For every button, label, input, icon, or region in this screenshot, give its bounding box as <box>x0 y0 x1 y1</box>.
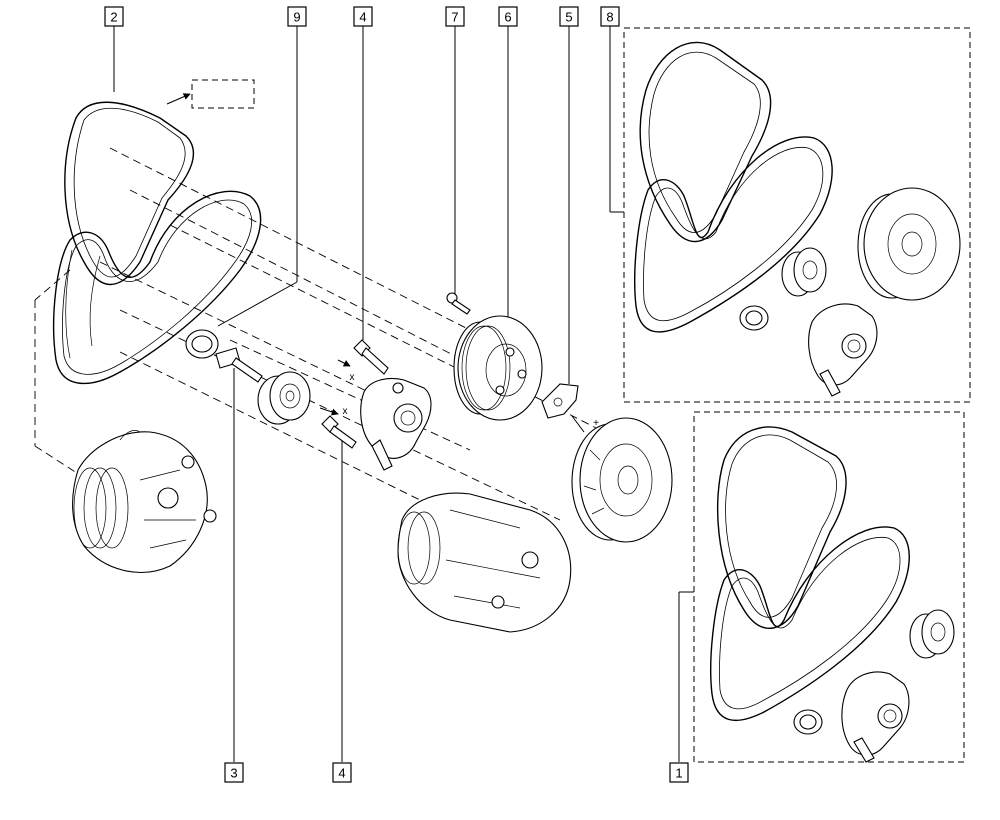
callout-5[interactable]: 5 <box>559 6 579 27</box>
bolt-3 <box>215 347 263 383</box>
kit-8-crank-pulley <box>857 187 961 301</box>
kit-box-1 <box>693 411 965 763</box>
callout-3[interactable]: 3 <box>224 762 244 783</box>
svg-text:4: 4 <box>338 766 345 781</box>
compressor-pulley <box>571 417 673 543</box>
kit-1-seal-ring <box>793 709 823 735</box>
kit-8-tensioner <box>808 303 878 397</box>
placeholder-box <box>191 79 255 109</box>
callout-9[interactable]: 9 <box>287 6 307 27</box>
svg-text:4: 4 <box>359 10 366 25</box>
svg-text:5: 5 <box>565 10 572 25</box>
seal-ring <box>185 329 219 359</box>
idler-pulley <box>257 371 311 425</box>
svg-text:6: 6 <box>504 10 511 25</box>
leader-lines <box>113 26 694 762</box>
callout-8[interactable]: 8 <box>600 6 620 27</box>
kit-box-8 <box>623 27 971 403</box>
plus-marker: + <box>593 418 599 429</box>
kit-1-belt <box>710 426 910 722</box>
drive-belt <box>52 101 262 385</box>
svg-text:8: 8 <box>606 10 613 25</box>
kit-8-idler-pulley <box>781 247 827 297</box>
screw-7 <box>446 292 471 315</box>
svg-text:2: 2 <box>110 10 117 25</box>
ac-compressor <box>397 492 572 633</box>
callout-6[interactable]: 6 <box>498 6 518 27</box>
cross-marker-lower: x <box>343 406 348 417</box>
svg-text:3: 3 <box>230 766 237 781</box>
bracket-5 <box>541 383 579 419</box>
svg-text:1: 1 <box>675 766 682 781</box>
bolt-4-upper <box>353 339 389 375</box>
belt-tensioner <box>360 377 432 471</box>
crankshaft-pulley <box>453 315 543 421</box>
callout-4-top[interactable]: 4 <box>353 6 373 27</box>
kit-8-belt <box>634 41 833 333</box>
bolt-4-lower <box>321 415 357 449</box>
svg-text:9: 9 <box>293 10 300 25</box>
callout-7[interactable]: 7 <box>445 6 465 27</box>
alternator <box>72 430 217 573</box>
callout-1[interactable]: 1 <box>669 762 689 783</box>
cross-marker-upper: x <box>350 372 355 383</box>
kit-1-tensioner <box>841 671 910 763</box>
callout-4-bottom[interactable]: 4 <box>332 762 352 783</box>
callout-2[interactable]: 2 <box>104 6 124 27</box>
kit-1-idler-pulley <box>909 609 955 659</box>
kit-8-seal-ring <box>739 305 769 331</box>
svg-text:7: 7 <box>451 10 458 25</box>
